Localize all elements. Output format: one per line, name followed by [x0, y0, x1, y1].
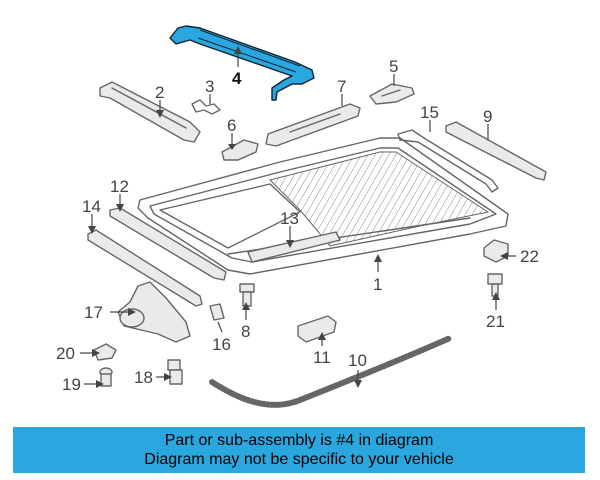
- part-17-motor[interactable]: [117, 281, 191, 343]
- callout-labels: 4 2 3 5 6 7 15 9 12 14 13 1 22 21 8 16 1…: [56, 57, 539, 394]
- part-18-bolt[interactable]: [167, 359, 183, 385]
- callout-15: 15: [420, 103, 439, 122]
- banner-line-2: Diagram may not be specific to your vehi…: [144, 451, 454, 468]
- callout-22: 22: [520, 247, 539, 266]
- callout-18: 18: [134, 368, 153, 387]
- banner-line-1: Part or sub-assembly is #4 in diagram: [164, 432, 434, 449]
- callout-14: 14: [82, 197, 101, 216]
- callout-19: 19: [62, 375, 81, 394]
- part-15-seal[interactable]: [397, 129, 499, 193]
- callout-10: 10: [348, 351, 367, 370]
- part-8-bolt[interactable]: [239, 283, 255, 307]
- callout-13: 13: [280, 209, 299, 228]
- part-7-rail[interactable]: [265, 103, 361, 147]
- callout-9: 9: [483, 107, 492, 126]
- callout-7: 7: [337, 77, 346, 96]
- callout-3: 3: [205, 77, 214, 96]
- part-1-sunroof-frame[interactable]: [137, 137, 509, 275]
- callout-1: 1: [373, 275, 382, 294]
- part-4-highlighted-rail[interactable]: [169, 25, 315, 101]
- part-16-clip[interactable]: [209, 303, 225, 321]
- callout-2: 2: [155, 83, 164, 102]
- part-5-bracket[interactable]: [369, 83, 415, 105]
- callout-5: 5: [389, 57, 398, 76]
- part-22-bracket[interactable]: [483, 239, 509, 263]
- leader-lines: [80, 46, 516, 388]
- callout-4: 4: [232, 69, 242, 88]
- part-21-bolt[interactable]: [487, 273, 503, 297]
- parts-diagram: 4 2 3 5 6 7 15 9 12 14 13 1 22 21 8 16 1…: [56, 25, 547, 408]
- part-3-clip[interactable]: [191, 99, 221, 115]
- part-19-bolt[interactable]: [99, 367, 113, 387]
- callout-6: 6: [227, 116, 236, 135]
- callout-20: 20: [56, 344, 75, 363]
- callout-8: 8: [241, 322, 250, 341]
- callout-17: 17: [84, 303, 103, 322]
- part-9-seal[interactable]: [445, 121, 547, 181]
- part-20-nut[interactable]: [93, 343, 117, 361]
- callout-21: 21: [486, 312, 505, 331]
- part-10-cable[interactable]: [209, 335, 453, 408]
- part-14-seal[interactable]: [87, 229, 203, 307]
- callout-12: 12: [110, 177, 129, 196]
- info-banner: Part or sub-assembly is #4 in diagram Di…: [13, 427, 585, 473]
- callout-16: 16: [212, 335, 231, 354]
- part-6-bracket[interactable]: [221, 139, 259, 161]
- part-11-switch[interactable]: [297, 315, 337, 343]
- part-13-bar[interactable]: [247, 231, 341, 263]
- callout-11: 11: [313, 348, 331, 367]
- part-2-bracket[interactable]: [99, 81, 201, 143]
